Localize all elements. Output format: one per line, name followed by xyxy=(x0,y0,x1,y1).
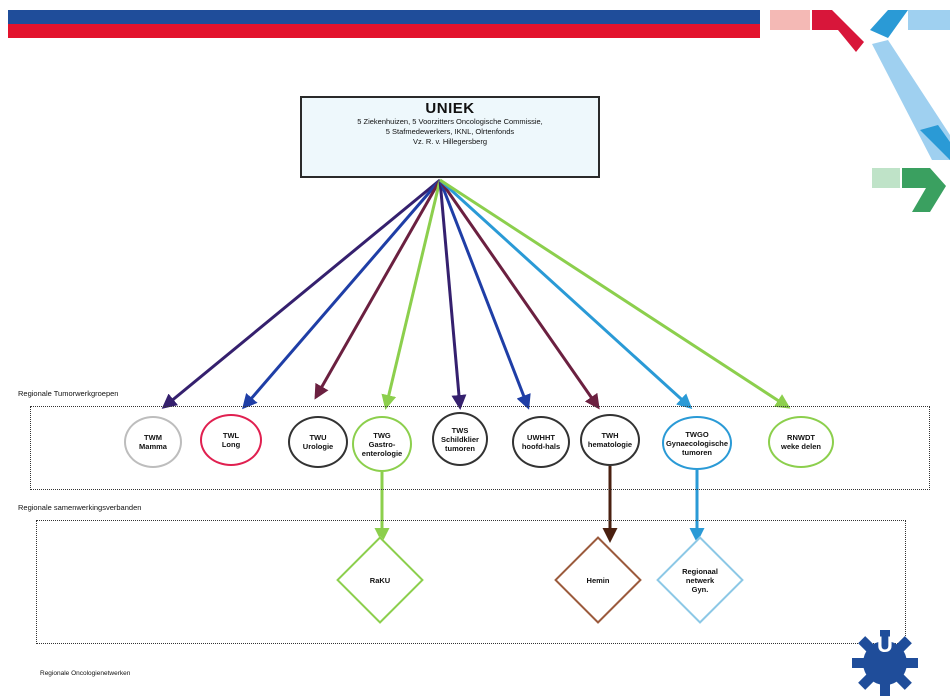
arrow-to-tumor-group xyxy=(381,179,442,410)
tumor-group-label: Gastro- xyxy=(368,439,396,449)
cooperation-label-line: Hemin xyxy=(586,575,610,585)
logo-ray xyxy=(880,682,890,696)
tumor-group-label: hoofd-hals xyxy=(521,442,561,451)
uniek-box: UNIEK 5 Ziekenhuizen, 5 Voorzitters Onco… xyxy=(300,96,600,178)
cooperations-label: Regionale samenwerkingsverbanden xyxy=(18,503,142,512)
logo-letter: U xyxy=(877,632,893,657)
tumor-group-label: TWH xyxy=(601,431,619,440)
tumor-group-label: RNWDT xyxy=(787,433,815,442)
uniek-title: UNIEK xyxy=(425,100,475,117)
arrow-to-tumor-group xyxy=(438,179,600,410)
tumor-group-label: Schildklier xyxy=(441,434,479,444)
tumor-group-label: TWS xyxy=(451,425,469,435)
tumor-group-label: tumoren xyxy=(682,447,712,457)
arrow-to-tumor-group xyxy=(438,179,531,410)
logo-ray xyxy=(904,658,918,668)
logo-ray xyxy=(880,630,890,644)
arrow-to-tumor-group xyxy=(439,178,791,409)
tumor-group-label: TWGO xyxy=(685,429,709,439)
tumor-group-label: tumoren xyxy=(445,443,475,453)
cooperation-label-line: Gyn. xyxy=(691,584,709,594)
logo-ray xyxy=(852,658,866,668)
arrow-to-tumor-group xyxy=(314,179,442,400)
arrow-to-tumor-group xyxy=(161,178,441,409)
logo-ray xyxy=(894,636,912,654)
arrow-to-tumor-group xyxy=(438,179,467,410)
uniek-line-3: Vz. R. v. Hillegersberg xyxy=(412,137,488,146)
cooperation-label: Hemin xyxy=(553,576,643,585)
tumor-group-label: TWU xyxy=(309,433,327,442)
logo-ray xyxy=(858,672,876,690)
tumor-group-label: TWG xyxy=(373,430,391,440)
cooperation-label-line: netwerk xyxy=(685,575,715,585)
header-bar-blue xyxy=(8,10,760,24)
networks-label: Regionale Oncologienetwerken xyxy=(40,670,131,677)
tumor-groups-label: Regionale Tumorwerkgroepen xyxy=(18,389,119,398)
tumor-group-label: weke delen xyxy=(780,442,822,451)
cooperation-label-line: RaKU xyxy=(369,575,391,585)
tumor-group-label: UWHHT xyxy=(527,433,555,442)
tumor-group-label: Urologie xyxy=(302,442,334,451)
university-logo xyxy=(852,630,918,696)
arrow-to-tumor-group xyxy=(242,179,442,410)
decorative-brand-shapes xyxy=(770,10,950,212)
tumor-group-label: Gynaecologische xyxy=(665,438,729,448)
arrow-to-tumor-group xyxy=(438,178,693,410)
cooperation-label-line: Regionaal xyxy=(682,566,718,576)
tumor-group-label: hematologie xyxy=(587,440,633,449)
header-bar-red xyxy=(8,24,760,38)
tumor-group-label: Long xyxy=(221,440,241,449)
tumor-groups-box xyxy=(30,406,930,490)
tumor-group-label: TWM xyxy=(144,433,162,442)
uniek-line-1: 5 Ziekenhuizen, 5 Voorzitters Oncologisc… xyxy=(357,117,543,126)
cooperations-box xyxy=(36,520,906,644)
tumor-group-label: enterologie xyxy=(361,448,403,458)
logo-ray xyxy=(894,672,912,690)
uniek-line-2: 5 Stafmedewerkers, IKNL, Olrtenfonds xyxy=(385,127,515,136)
cooperation-label: RaKU xyxy=(335,576,425,585)
logo-ray xyxy=(858,636,876,654)
tumor-group-label: TWL xyxy=(222,431,240,440)
tumor-group-label: Mamma xyxy=(139,442,167,451)
